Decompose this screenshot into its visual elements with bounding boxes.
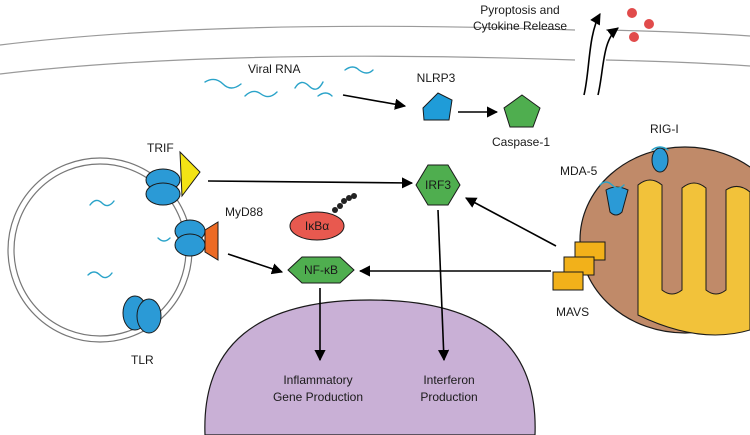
rig-i-label: RIG-I <box>650 122 679 136</box>
ikba-label: IκBα <box>305 219 329 233</box>
tlr-label: TLR <box>131 353 154 367</box>
irf3-shape <box>415 164 461 206</box>
mda5-receptor <box>599 181 629 216</box>
nlrp3-shape <box>422 92 453 121</box>
endosome <box>7 157 193 343</box>
interferon-label-line2: Production <box>420 390 477 404</box>
irf3-label: IRF3 <box>425 178 451 192</box>
mda5-label: MDA-5 <box>560 164 598 178</box>
nfkb-label: NF-κB <box>304 263 338 277</box>
viral-rna-strands <box>204 66 374 98</box>
arrow-trif-to-irf3 <box>207 177 414 189</box>
tlr-myd88-receptor <box>174 219 219 261</box>
release-arrow-1 <box>583 13 601 96</box>
trif-label: TRIF <box>147 141 174 155</box>
cell-membrane <box>0 25 750 75</box>
nfkb-shape <box>287 256 355 284</box>
mavs-label: MAVS <box>556 305 589 319</box>
nucleus <box>204 299 536 435</box>
cytokine-particles <box>627 8 654 42</box>
arrow-rna-to-nlrp3 <box>342 94 407 110</box>
inflammatory-label-line2: Gene Production <box>273 390 363 404</box>
trif-adaptor <box>179 150 201 198</box>
inflammatory-label-line1: Inflammatory <box>283 373 352 387</box>
caspase1-shape <box>503 94 541 128</box>
mito-cristae <box>637 179 750 336</box>
ikba-shape <box>289 211 345 241</box>
interferon-label-line1: Interferon <box>423 373 474 387</box>
phosphate-chain <box>332 193 357 213</box>
rig-i-receptor <box>651 146 669 173</box>
tlr-trif-receptor <box>145 150 201 206</box>
myd88-adaptor <box>204 221 219 261</box>
pyroptosis-label-line1: Pyroptosis and <box>480 3 559 17</box>
mitochondrion <box>579 146 750 336</box>
release-arrow-2 <box>597 27 619 96</box>
tlr-receptor <box>122 295 162 334</box>
arrow-mavs-to-irf3 <box>465 197 557 247</box>
mavs-cluster <box>552 241 606 291</box>
caspase1-label: Caspase-1 <box>492 135 550 149</box>
pyroptosis-label-line2: Cytokine Release <box>473 19 567 33</box>
nlrp3-label: NLRP3 <box>417 71 456 85</box>
viral-rna-label: Viral RNA <box>248 62 300 76</box>
arrow-myd88-to-nfkb <box>227 253 284 275</box>
myd88-label: MyD88 <box>225 205 263 219</box>
arrow-irf3-to-nucleus <box>437 209 450 362</box>
